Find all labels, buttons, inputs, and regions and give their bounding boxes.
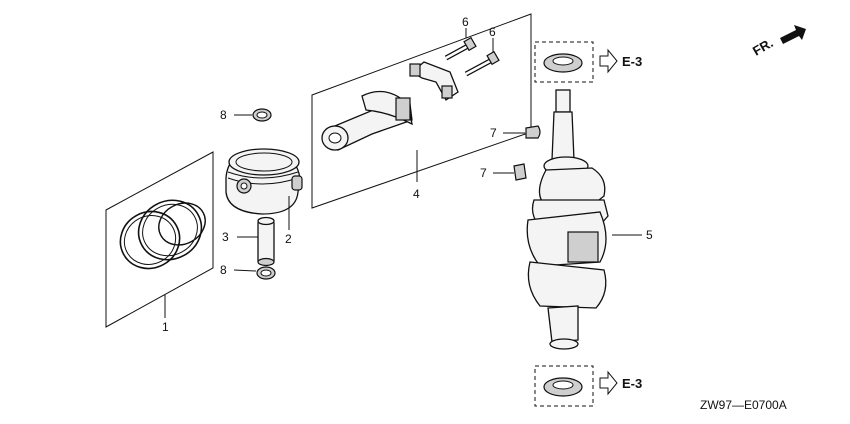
callout-1: 1 <box>162 320 169 334</box>
oil-seal-top <box>534 41 594 83</box>
callout-6-right: 6 <box>489 25 496 39</box>
front-direction-arrow-icon <box>780 25 806 44</box>
drawing-code: ZW97—E0700A <box>700 398 787 412</box>
circlip-bottom <box>256 266 276 280</box>
piston-rings <box>119 199 206 270</box>
callout-7-lower: 7 <box>480 166 487 180</box>
callout-6-left: 6 <box>462 15 469 29</box>
connecting-rod-cap <box>409 61 459 101</box>
crankshaft <box>526 89 609 350</box>
callout-2: 2 <box>285 232 292 246</box>
circlip-top <box>252 108 272 122</box>
piston <box>225 148 303 215</box>
piston-ring-group-frame <box>105 151 214 328</box>
callout-5: 5 <box>646 228 653 242</box>
connecting-rod <box>321 90 413 151</box>
reference-label-bottom: E-3 <box>622 376 642 391</box>
callout-7-upper: 7 <box>490 126 497 140</box>
oil-seal-bottom <box>534 365 594 407</box>
rod-bolt-right <box>464 50 500 77</box>
ref-arrow-top <box>599 48 618 74</box>
rod-bolt-left <box>444 36 477 61</box>
key-lower <box>513 163 527 181</box>
reference-label-top: E-3 <box>622 54 642 69</box>
callout-4: 4 <box>413 187 420 201</box>
callout-8-bottom: 8 <box>220 263 227 277</box>
callout-3: 3 <box>222 230 229 244</box>
front-direction-label: FR. <box>750 35 776 58</box>
callout-8-top: 8 <box>220 108 227 122</box>
connecting-rod-group-frame <box>311 13 532 209</box>
key-upper <box>525 125 541 139</box>
piston-pin <box>257 216 275 267</box>
ref-arrow-bottom <box>599 370 618 396</box>
